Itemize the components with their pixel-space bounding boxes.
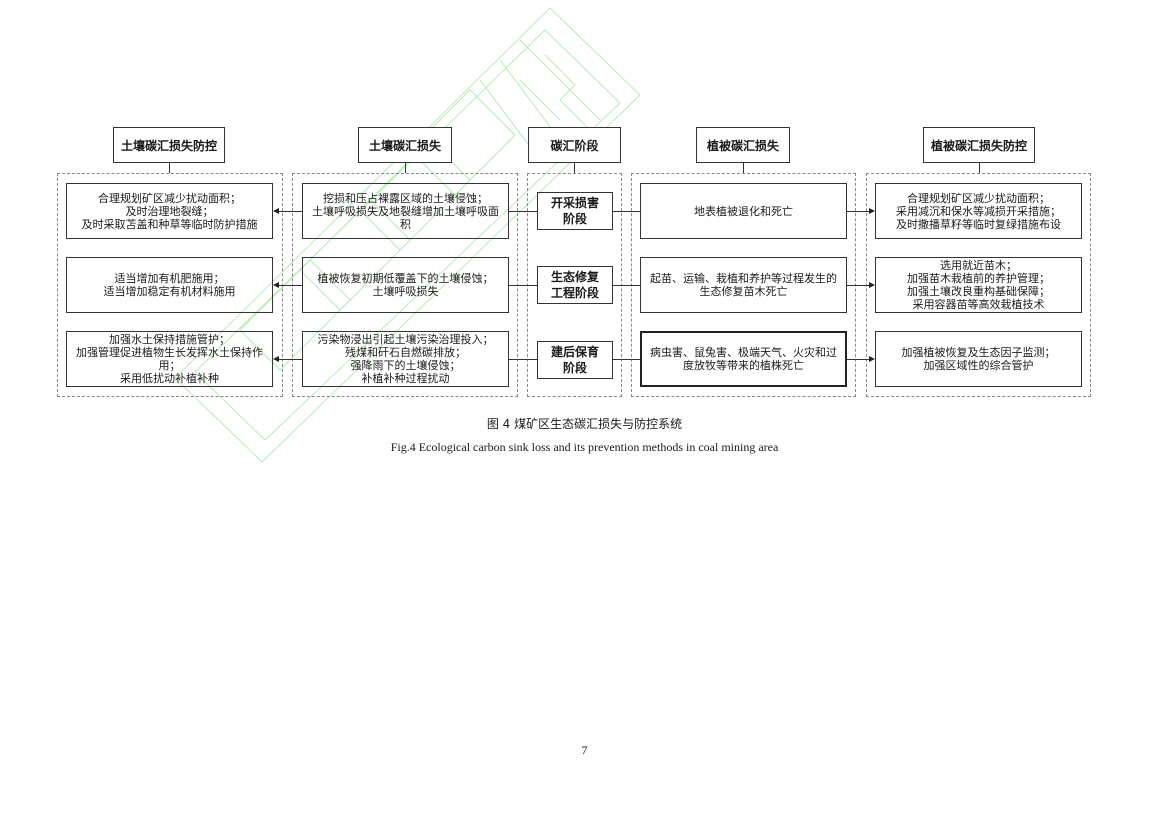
vegetation-prevention-restoration-stage: 选用就近苗木； 加强苗木栽植前的养护管理； 加强土壤改良重构基础保障； 采用容器…	[875, 257, 1082, 313]
connector-line	[279, 359, 302, 360]
connector-line	[847, 285, 869, 286]
vegetation-loss-mining-stage: 地表植被退化和死亡	[640, 183, 847, 239]
soil-loss-maintenance-stage: 污染物浸出引起土壤污染治理投入； 残煤和矸石自燃碳排放； 强降雨下的土壤侵蚀； …	[302, 331, 509, 387]
connector-line	[847, 211, 869, 212]
vegetation-prevention-maintenance-stage: 加强植被恢复及生态因子监测； 加强区域性的综合管护	[875, 331, 1082, 387]
connector-line	[279, 285, 302, 286]
stage-ecological-restoration: 生态修复 工程阶段	[537, 266, 613, 304]
connector-line	[509, 285, 537, 286]
connector-line	[743, 163, 744, 173]
header-vegetation-loss-prevention: 植被碳汇损失防控	[923, 127, 1035, 163]
arrow-right-icon	[869, 356, 875, 362]
arrow-left-icon	[273, 208, 279, 214]
connector-line	[279, 211, 302, 212]
connector-line	[613, 211, 640, 212]
header-carbon-sink-stage: 碳汇阶段	[528, 127, 621, 163]
page-number: 7	[581, 743, 588, 757]
connector-line	[574, 163, 575, 173]
soil-loss-mining-stage: 挖损和压占裸露区域的土壤侵蚀； 土壤呼吸损失及地裂缝增加土壤呼吸面积	[302, 183, 509, 239]
connector-line	[169, 163, 170, 173]
figure-caption-english: Fig.4 Ecological carbon sink loss and it…	[390, 440, 779, 454]
arrow-right-icon	[869, 208, 875, 214]
stage-post-construction-maintenance: 建后保育 阶段	[537, 341, 613, 379]
connector-line	[509, 359, 537, 360]
arrow-right-icon	[869, 282, 875, 288]
figure-caption-chinese: 图 4 煤矿区生态碳汇损失与防控系统	[486, 417, 683, 431]
vegetation-loss-maintenance-stage: 病虫害、鼠兔害、极端天气、火灾和过度放牧等带来的植株死亡	[640, 331, 847, 387]
header-soil-carbon-loss: 土壤碳汇损失	[358, 127, 452, 163]
soil-prevention-mining-stage: 合理规划矿区减少扰动面积； 及时治理地裂缝； 及时采取苫盖和种草等临时防护措施	[66, 183, 273, 239]
connector-line	[613, 285, 640, 286]
connector-line	[613, 359, 640, 360]
soil-prevention-restoration-stage: 适当增加有机肥施用； 适当增加稳定有机材料施用	[66, 257, 273, 313]
soil-loss-restoration-stage: 植被恢复初期低覆盖下的土壤侵蚀； 土壤呼吸损失	[302, 257, 509, 313]
arrow-left-icon	[273, 356, 279, 362]
vegetation-prevention-mining-stage: 合理规划矿区减少扰动面积； 采用减沉和保水等减损开采措施； 及时撒播草籽等临时复…	[875, 183, 1082, 239]
arrow-left-icon	[273, 282, 279, 288]
vegetation-loss-restoration-stage: 起苗、运输、栽植和养护等过程发生的生态修复苗木死亡	[640, 257, 847, 313]
connector-line	[847, 359, 869, 360]
connector-line	[509, 211, 537, 212]
header-soil-loss-prevention: 土壤碳汇损失防控	[113, 127, 225, 163]
header-vegetation-carbon-loss: 植被碳汇损失	[696, 127, 790, 163]
connector-line	[405, 163, 406, 173]
connector-line	[979, 163, 980, 173]
stage-mining-damage: 开采损害 阶段	[537, 192, 613, 230]
soil-prevention-maintenance-stage: 加强水土保持措施管护； 加强管理促进植物生长发挥水土保持作用； 采用低扰动补植补…	[66, 331, 273, 387]
